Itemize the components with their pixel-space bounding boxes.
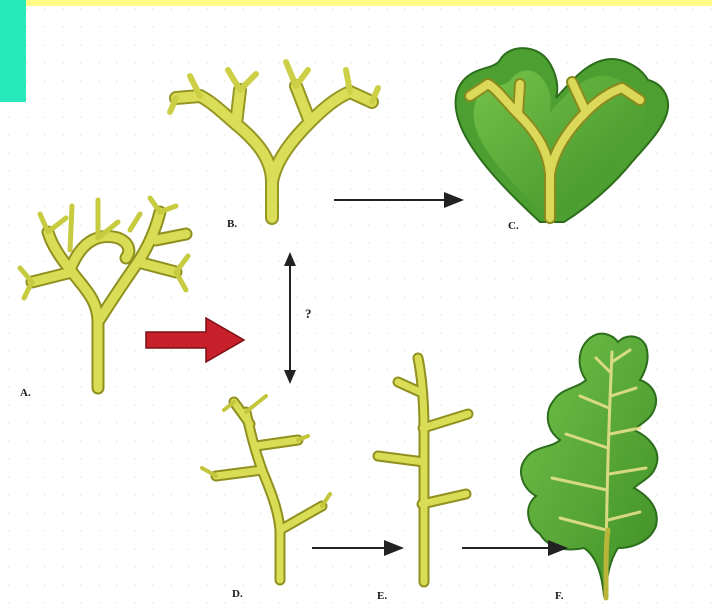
- red-arrow: [146, 318, 244, 362]
- label-a: A.: [20, 387, 31, 399]
- stage-c-webbed-lamina: [456, 48, 668, 222]
- label-c: C.: [508, 220, 519, 232]
- stage-f-lobed-leaf: [521, 334, 657, 598]
- label-e: E.: [377, 590, 387, 602]
- label-d: D.: [232, 588, 243, 600]
- stage-d-overtopping: [202, 396, 330, 580]
- stage-a-branching-system: [20, 198, 188, 388]
- double-arrow-b-d: [284, 252, 296, 384]
- stage-b-planated-branching: [170, 62, 378, 218]
- label-f: F.: [555, 590, 563, 602]
- label-b: B.: [227, 218, 237, 230]
- question-mark: ?: [305, 306, 312, 322]
